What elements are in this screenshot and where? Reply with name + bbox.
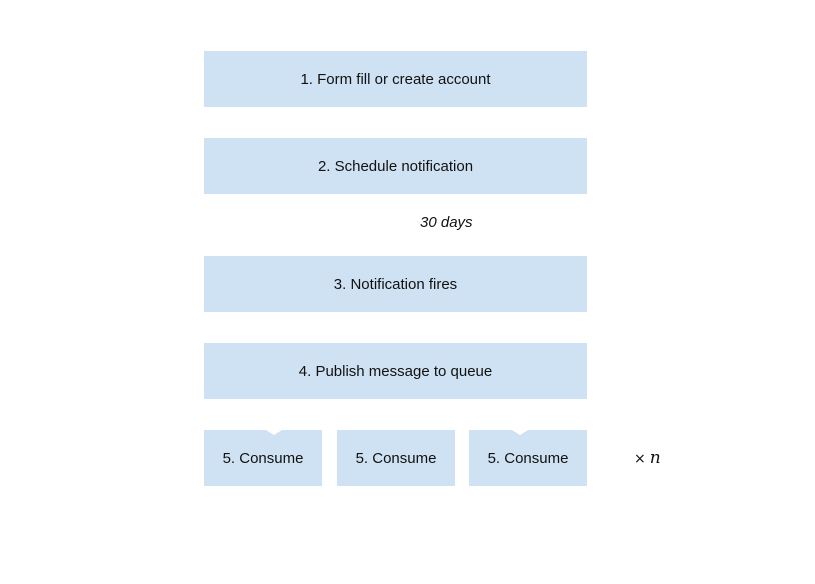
multiply-symbol: × — [634, 451, 646, 467]
multiplier-variable: n — [649, 448, 661, 468]
step-4-box: 4. Publish message to queue — [204, 343, 587, 399]
consume-box-2: 5. Consume — [337, 430, 455, 486]
connector-notch — [512, 430, 528, 435]
consumer-multiplier: ×n — [634, 448, 661, 468]
connector-notch — [388, 399, 404, 404]
connector-notch — [266, 430, 282, 435]
step-3-label: 3. Notification fires — [333, 275, 458, 293]
step-4-label: 4. Publish message to queue — [298, 362, 493, 380]
consume-box-1: 5. Consume — [204, 430, 322, 486]
step-1-box: 1. Form fill or create account — [204, 51, 587, 107]
step-2-box: 2. Schedule notification — [204, 138, 587, 194]
consume-label-1: 5. Consume — [222, 449, 304, 467]
step-3-box: 3. Notification fires — [204, 256, 587, 312]
consume-label-3: 5. Consume — [487, 449, 569, 467]
consume-box-3: 5. Consume — [469, 430, 587, 486]
consume-label-2: 5. Consume — [355, 449, 437, 467]
step-2-label: 2. Schedule notification — [317, 157, 474, 175]
step-1-label: 1. Form fill or create account — [300, 70, 491, 88]
delay-label: 30 days — [420, 214, 473, 231]
